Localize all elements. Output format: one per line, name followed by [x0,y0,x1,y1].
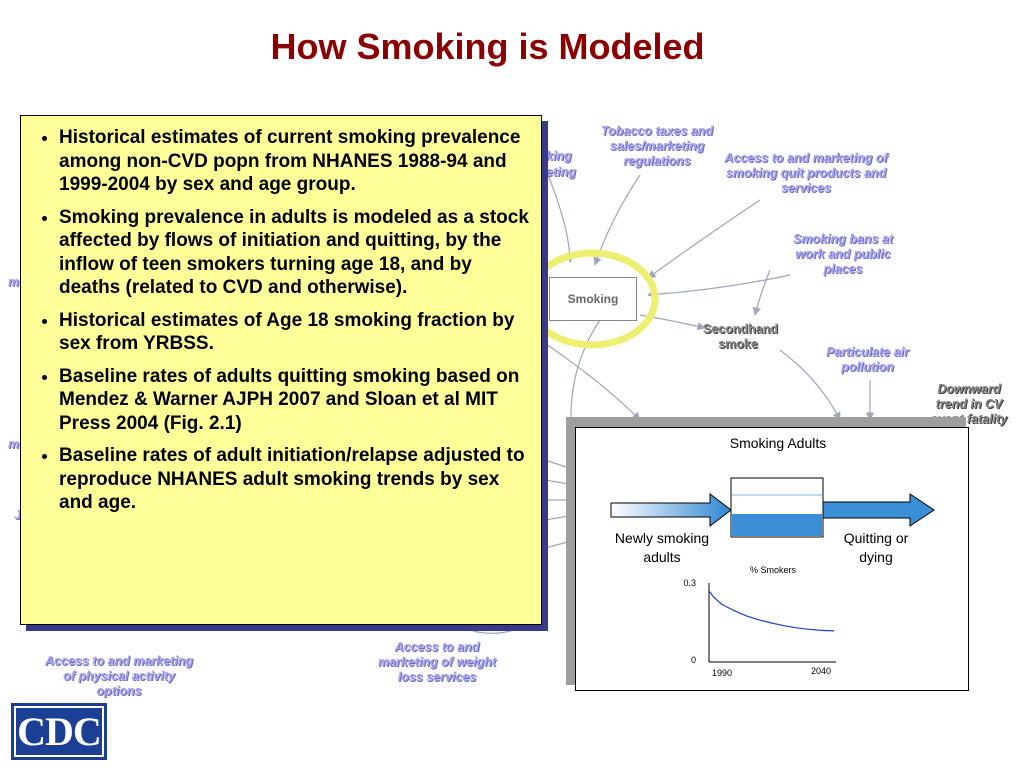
inflow-arrow [610,492,732,528]
label-smoking-bans: Smoking bans at work and public places [792,232,894,276]
arrow-secondhand-down [779,349,841,421]
chart-series-line [708,590,835,632]
label-access-physical-activity: Access to and marketing of physical acti… [45,654,193,698]
label-access-weight-loss: Access to and marketing of weight loss s… [377,640,497,684]
label-secondhand-smoke: Secondhand smoke [703,322,779,351]
arrow-mid [539,339,641,421]
chart-title: % Smokers [749,565,796,575]
smoking-node: Smoking [549,277,637,321]
chart-x-tick: 1990 [712,668,733,678]
arrow-bans-to-smoking [647,274,791,299]
stock-flow-panel [575,427,969,691]
bullet-box: Historical estimates of current smoking … [20,115,542,625]
label-fragment-king: king [546,149,572,163]
label-fragment-m2: m [8,437,20,451]
label-access-quit: Access to and marketing of smoking quit … [724,151,888,195]
bullet-list: Historical estimates of current smoking … [29,126,529,515]
inflow-label: Newly smoking adults [614,530,710,565]
label-fragment-eting: eting [546,165,576,179]
chart-x-tick: 2040 [811,666,832,676]
cdc-logo: CDC [11,703,107,760]
outflow-label: Quitting or dying [843,530,909,565]
label-particulate-air: Particulate air pollution [826,345,909,374]
arrow-bans-to-secondhand [752,269,771,316]
bullet-item: Baseline rates of adult initiation/relap… [59,444,529,515]
bullet-item: Historical estimates of Age 18 smoking f… [59,309,529,356]
outflow-arrow [821,493,935,527]
label-fragment-j: J [14,508,21,522]
arrow-smoking-to-secondhand [639,314,706,331]
stock-level [732,514,822,536]
label-tobacco-taxes: Tobacco taxes and sales/marketing regula… [600,124,714,168]
bullet-item: Smoking prevalence in adults is modeled … [59,206,529,300]
chart-y-tick: 0 [690,655,696,665]
label-fragment-m1: m [8,275,20,289]
stock-label: Smoking Adults [729,435,827,451]
bullet-item: Historical estimates of current smoking … [59,126,529,197]
chart-y-tick: 0.3 [683,578,696,588]
page-title: How Smoking is Modeled [270,26,705,67]
bullet-item: Baseline rates of adults quitting smokin… [59,365,529,436]
arrow-quit-to-smoking [647,199,761,279]
